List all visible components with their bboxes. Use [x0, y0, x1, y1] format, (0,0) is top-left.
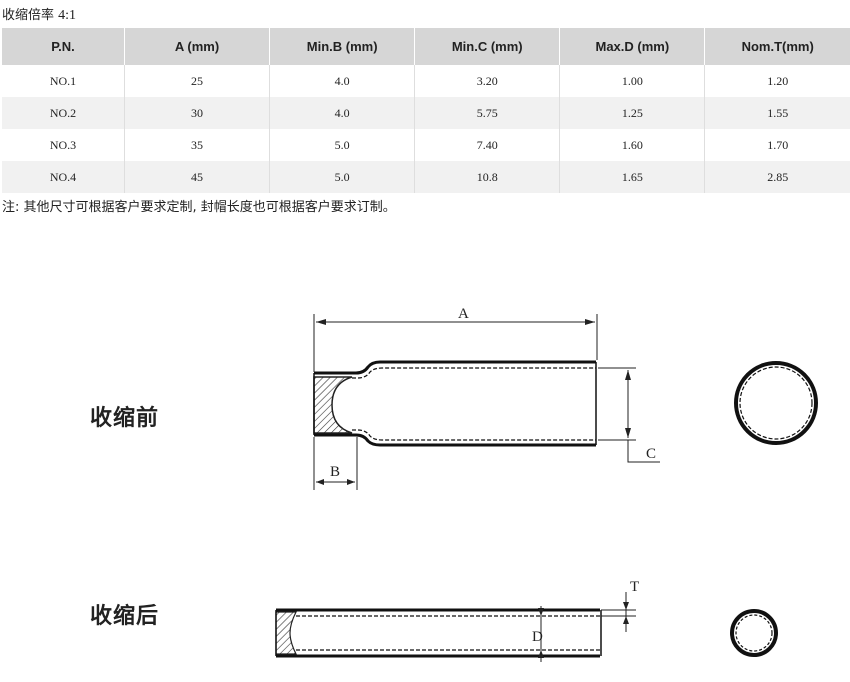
dimension-c-label: C — [646, 446, 656, 462]
table-row: NO.3 35 5.0 7.40 1.60 1.70 — [2, 129, 850, 161]
custom-size-note: 注: 其他尺寸可根据客户要求定制, 封帽长度也可根据客户要求订制。 — [2, 200, 396, 215]
after-shrink-label: 收缩后 — [90, 604, 160, 629]
col-header-min-b: Min.B (mm) — [269, 28, 416, 65]
spec-table: P.N. A (mm) Min.B (mm) Min.C (mm) Max.D … — [2, 28, 850, 193]
cell-max-d: 1.25 — [559, 97, 706, 129]
cell-min-c: 7.40 — [414, 129, 561, 161]
cell-min-c: 3.20 — [414, 65, 561, 97]
cell-pn: NO.4 — [2, 161, 125, 193]
dimension-t-label: T — [630, 579, 639, 595]
cell-nom-t: 1.70 — [704, 129, 850, 161]
cell-pn: NO.3 — [2, 129, 125, 161]
cell-a: 45 — [124, 161, 271, 193]
cell-min-b: 4.0 — [269, 97, 416, 129]
dimension-t: T — [601, 579, 639, 632]
dimension-b: B — [313, 437, 358, 490]
dimension-d-label: D — [532, 629, 543, 645]
col-header-nom-t: Nom.T(mm) — [704, 28, 850, 65]
cell-nom-t: 1.55 — [704, 97, 850, 129]
cell-max-d: 1.00 — [559, 65, 706, 97]
before-shrink-profile — [313, 360, 597, 447]
dimension-a-label: A — [458, 306, 469, 322]
cell-nom-t: 2.85 — [704, 161, 850, 193]
cell-pn: NO.2 — [2, 97, 125, 129]
dimension-a: A — [313, 306, 598, 372]
shrink-ratio-value: 4:1 — [58, 8, 77, 23]
cell-a: 35 — [124, 129, 271, 161]
cell-min-b: 4.0 — [269, 65, 416, 97]
after-shrink-profile — [275, 608, 602, 658]
shrink-ratio-label: 收缩倍率 — [2, 8, 55, 23]
before-shrink-label: 收缩前 — [90, 406, 160, 431]
cell-pn: NO.1 — [2, 65, 125, 97]
col-header-pn: P.N. — [2, 28, 125, 65]
cell-max-d: 1.65 — [559, 161, 706, 193]
cell-max-d: 1.60 — [559, 129, 706, 161]
dimension-b-label: B — [330, 464, 340, 480]
cell-nom-t: 1.20 — [704, 65, 850, 97]
cell-min-b: 5.0 — [269, 161, 416, 193]
cell-min-c: 5.75 — [414, 97, 561, 129]
before-shrink-end-view — [734, 361, 818, 445]
table-header-row: P.N. A (mm) Min.B (mm) Min.C (mm) Max.D … — [2, 28, 850, 65]
col-header-a: A (mm) — [124, 28, 271, 65]
table-row: NO.1 25 4.0 3.20 1.00 1.20 — [2, 65, 850, 97]
cell-min-b: 5.0 — [269, 129, 416, 161]
cell-a: 30 — [124, 97, 271, 129]
dimension-d: D — [532, 606, 544, 662]
dimension-c: C — [598, 367, 660, 463]
table-row: NO.2 30 4.0 5.75 1.25 1.55 — [2, 97, 850, 129]
table-row: NO.4 45 5.0 10.8 1.65 2.85 — [2, 161, 850, 193]
after-shrink-end-view — [730, 609, 778, 657]
shrink-ratio: 收缩倍率 4:1 — [2, 4, 76, 24]
col-header-min-c: Min.C (mm) — [414, 28, 561, 65]
col-header-max-d: Max.D (mm) — [559, 28, 706, 65]
cell-min-c: 10.8 — [414, 161, 561, 193]
cell-a: 25 — [124, 65, 271, 97]
